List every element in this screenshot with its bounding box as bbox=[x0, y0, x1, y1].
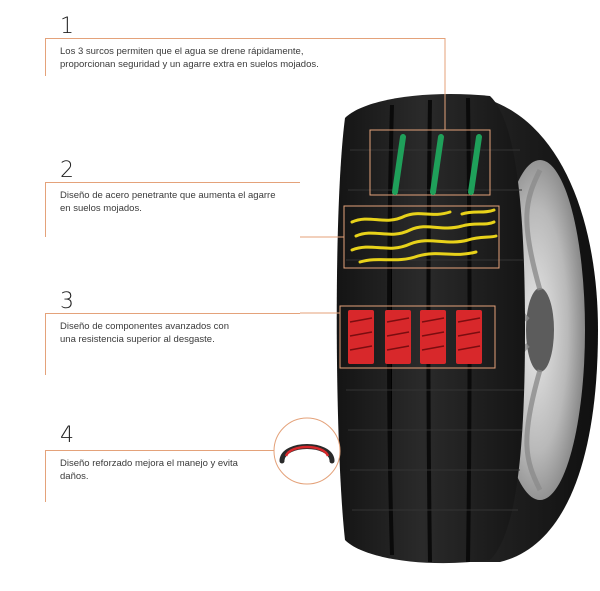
feature-number-1: 1 bbox=[60, 14, 74, 39]
feature-2-line-2: en suelos mojados. bbox=[60, 203, 142, 214]
feature-number-4: 4 bbox=[60, 423, 74, 448]
feature-4-line-2: daños. bbox=[60, 471, 89, 482]
feature-4-line-1: Diseño reforzado mejora el manejo y evit… bbox=[60, 458, 238, 469]
tire-cross-section-icon bbox=[273, 417, 341, 485]
feature-4-box: Diseño reforzado mejora el manejo y evit… bbox=[45, 450, 275, 502]
feature-1-line-2: proporcionan seguridad y un agarre extra… bbox=[60, 59, 319, 70]
feature-number-3: 3 bbox=[60, 289, 74, 314]
feature-3-box: Diseño de componentes avanzados con una … bbox=[45, 313, 300, 375]
feature-3-line-2: una resistencia superior al desgaste. bbox=[60, 334, 215, 345]
feature-3-line-1: Diseño de componentes avanzados con bbox=[60, 321, 230, 332]
feature-1-line-1: Los 3 surcos permiten que el agua se dre… bbox=[60, 46, 304, 57]
feature-2-box: Diseño de acero penetrante que aumenta e… bbox=[45, 182, 300, 237]
feature-2-line-1: Diseño de acero penetrante que aumenta e… bbox=[60, 190, 276, 201]
feature-1-box: Los 3 surcos permiten que el agua se dre… bbox=[45, 38, 445, 76]
feature-number-2: 2 bbox=[60, 158, 74, 183]
